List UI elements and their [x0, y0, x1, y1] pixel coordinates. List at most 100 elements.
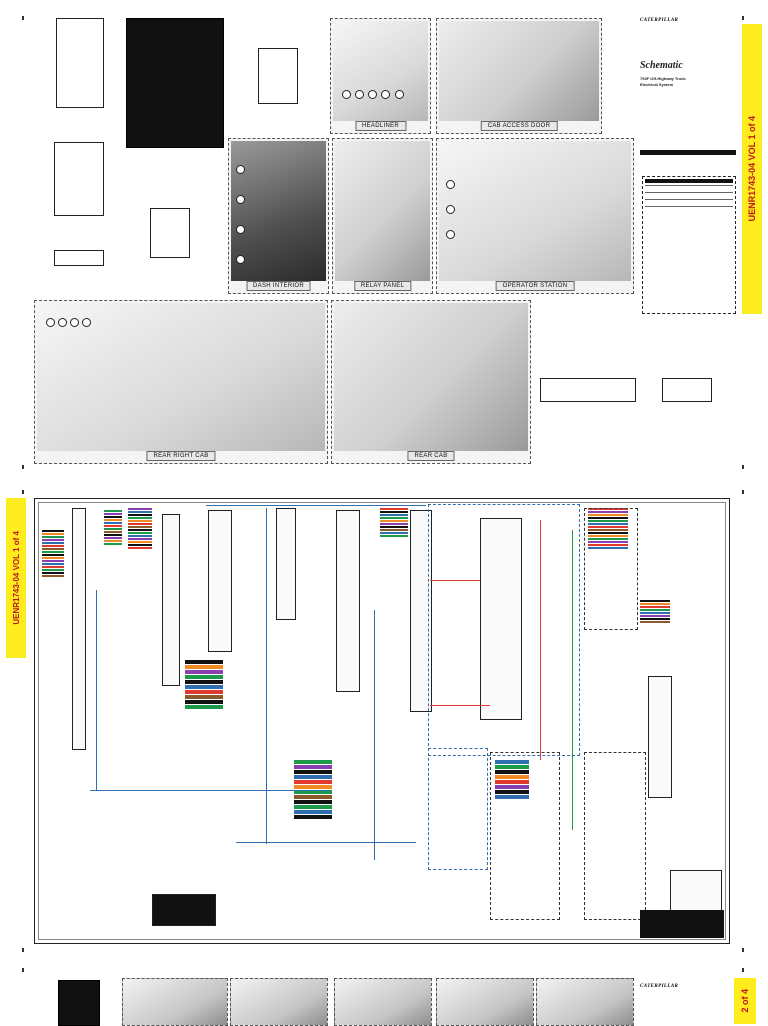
connector-table-4: [150, 208, 190, 258]
wire-line: [206, 505, 426, 506]
crop-mark: [742, 490, 744, 494]
dash-interior-label: DASH INTERIOR: [246, 281, 311, 291]
component-photo: [536, 978, 634, 1026]
document-subtitle-2: Electrical System: [640, 82, 674, 87]
wire-line: [572, 530, 573, 830]
wire-harness-column: [640, 600, 670, 624]
wire-harness-column: [588, 508, 628, 550]
crop-mark: [22, 948, 24, 952]
document-number: UENR1743-04 VOL 1 of 4: [747, 116, 757, 222]
connector-block: [480, 518, 522, 720]
document-number-3: 2 of 4: [740, 989, 750, 1013]
callout-bubble: [82, 318, 91, 327]
title-rule: [640, 150, 736, 155]
cab-access-door-panel: CAB ACCESS DOOR: [436, 18, 602, 134]
callout-bubble: [368, 90, 377, 99]
circuit-group-box: [428, 504, 580, 756]
crop-mark: [742, 948, 744, 952]
connector-block: [648, 676, 672, 798]
crop-mark: [742, 16, 744, 20]
rear-right-cab-label: REAR RIGHT CAB: [146, 451, 216, 461]
connector-table-6: [540, 378, 636, 402]
document-number-tab-3: 2 of 4: [734, 978, 756, 1024]
legend-rule: [645, 199, 733, 200]
wire-harness-column: [185, 660, 223, 710]
legend-rule: [645, 185, 733, 186]
callout-bubble: [236, 165, 245, 174]
rear-cab-photo: [334, 303, 528, 451]
callout-bubble: [381, 90, 390, 99]
rear-right-cab-photo: [37, 303, 325, 451]
cab-access-door-label: CAB ACCESS DOOR: [480, 121, 558, 131]
callout-bubble: [58, 318, 67, 327]
headliner-photo: [333, 21, 428, 121]
schematic-sheet-2: UENR1743-04 VOL 1 of 4: [0, 490, 768, 955]
document-heading: Schematic: [640, 60, 683, 71]
document-number-2: UENR1743-04 VOL 1 of 4: [11, 531, 21, 625]
callout-bubble: [446, 180, 455, 189]
headliner-panel: HEADLINER: [330, 18, 431, 134]
connector-block: [276, 508, 296, 620]
circuit-group-box: [584, 508, 638, 630]
crop-mark: [742, 465, 744, 469]
brand-logo: CATERPILLAR: [640, 18, 679, 23]
brand-logo-3: CATERPILLAR: [640, 984, 679, 989]
document-subtitle-1: 793F Off-Highway Truck: [640, 76, 686, 81]
wire-harness-column: [294, 760, 332, 820]
operator-station-label: OPERATOR STATION: [495, 281, 575, 291]
parts-list-table: [126, 18, 224, 148]
wire-line: [374, 610, 375, 860]
wire-harness-column: [128, 508, 152, 550]
crop-mark: [22, 465, 24, 469]
revision-block: [640, 910, 724, 938]
wire-harness-column: [104, 510, 122, 546]
parts-list-table-2: [58, 980, 100, 1026]
dash-interior-photo: [231, 141, 326, 281]
wire-harness-column: [495, 760, 529, 800]
callout-bubble: [236, 255, 245, 264]
connector-table-3: [54, 250, 104, 266]
legend-rule: [645, 192, 733, 193]
callout-bubble: [70, 318, 79, 327]
connector-block: [336, 510, 360, 692]
schematic-sheet-1: HEADLINER CAB ACCESS DOOR DASH INTERIOR …: [0, 0, 768, 470]
legend-rule: [645, 206, 733, 207]
crop-mark: [22, 968, 24, 972]
wire-line: [266, 508, 267, 844]
dash-interior-panel: DASH INTERIOR: [228, 138, 329, 294]
title-block: CATERPILLAR Schematic 793F Off-Highway T…: [640, 18, 736, 158]
relay-panel-photo: [335, 141, 430, 281]
callout-bubble: [236, 225, 245, 234]
drawing-frame: [34, 498, 730, 944]
wire-harness-column: [380, 508, 408, 538]
callout-bubble: [446, 230, 455, 239]
crop-mark: [22, 490, 24, 494]
operator-station-photo: [439, 141, 631, 281]
connector-table-5: [258, 48, 298, 104]
wire-line: [90, 790, 330, 791]
wire-line: [430, 580, 480, 581]
circuit-group-box: [428, 748, 488, 870]
component-photo: [334, 978, 432, 1026]
connector-table-2: [54, 142, 104, 216]
circuit-group-box: [490, 752, 560, 920]
relay-panel-panel: RELAY PANEL: [332, 138, 433, 294]
legend-header-bar: [645, 179, 733, 183]
wire-line: [540, 520, 541, 760]
symbols-legend-box: [642, 176, 736, 314]
cab-access-door-photo: [439, 21, 599, 121]
drawing-inner-frame: [38, 502, 726, 940]
document-number-tab: UENR1743-04 VOL 1 of 4: [742, 24, 762, 314]
headliner-label: HEADLINER: [354, 121, 407, 131]
callout-bubble: [342, 90, 351, 99]
crop-mark: [22, 16, 24, 20]
wire-line: [430, 705, 490, 706]
schematic-sheet-3: CATERPILLAR 2 of 4: [0, 962, 768, 1026]
rear-cab-label: REAR CAB: [407, 451, 455, 461]
callout-bubble: [355, 90, 364, 99]
circuit-group-box: [584, 752, 646, 920]
rear-right-cab-panel: REAR RIGHT CAB: [34, 300, 328, 464]
connector-table-7: [662, 378, 712, 402]
relay-panel-label: RELAY PANEL: [353, 281, 412, 291]
connector-block: [410, 510, 432, 712]
